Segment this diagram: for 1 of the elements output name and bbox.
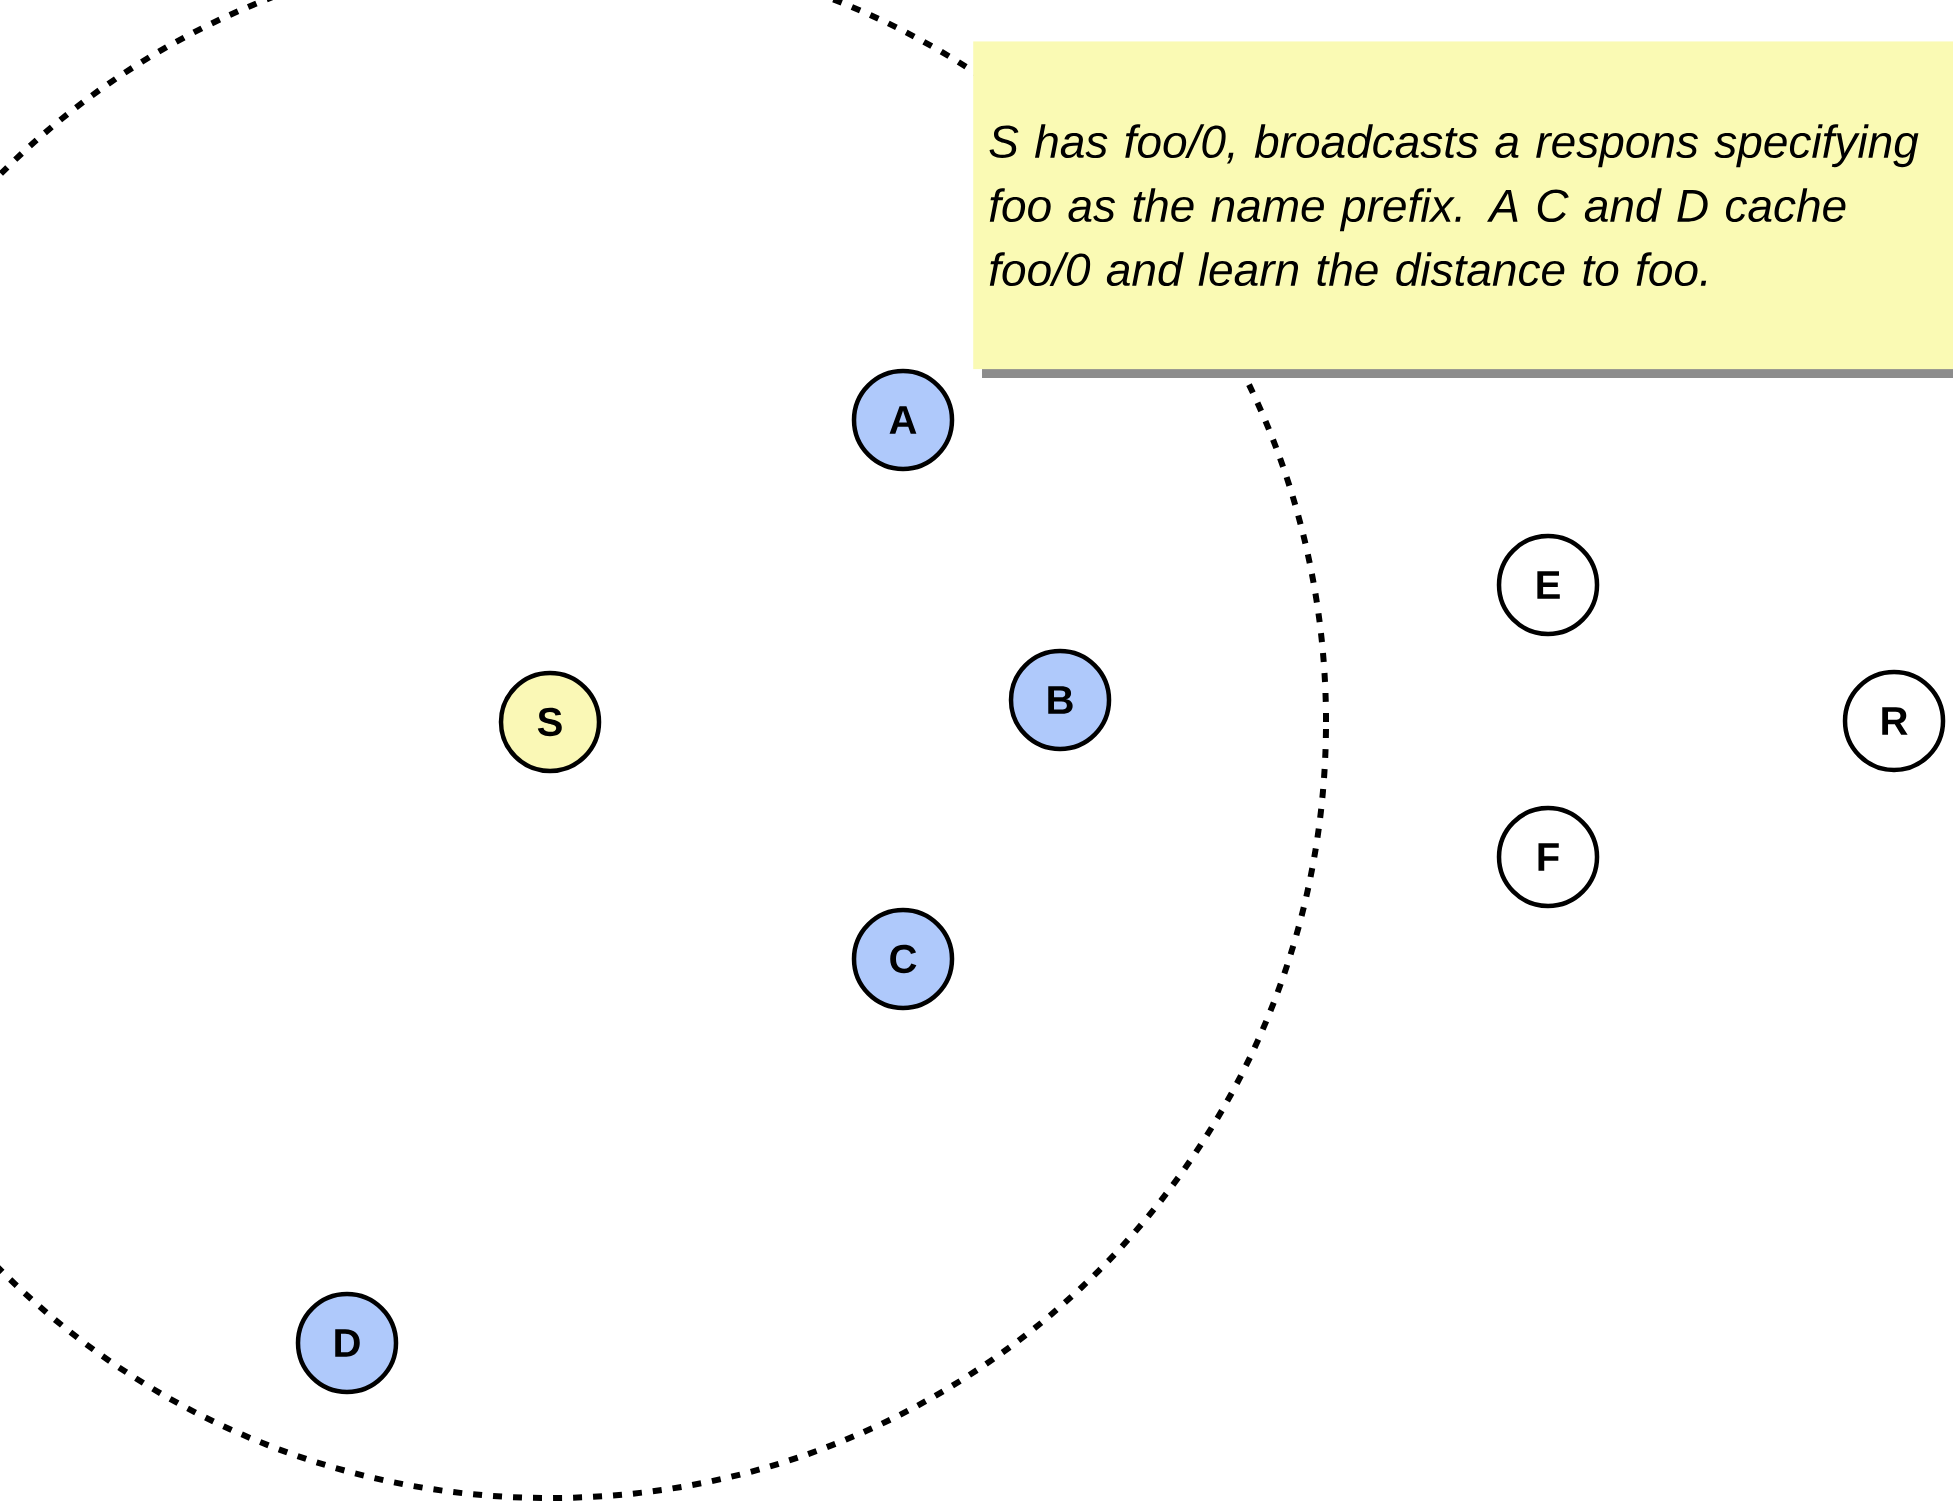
note-box: S has foo/0, broadcasts a respons specifying foo as the name prefix. A C and D cache foo/0 and learn the distance to foo.	[973, 41, 1953, 378]
